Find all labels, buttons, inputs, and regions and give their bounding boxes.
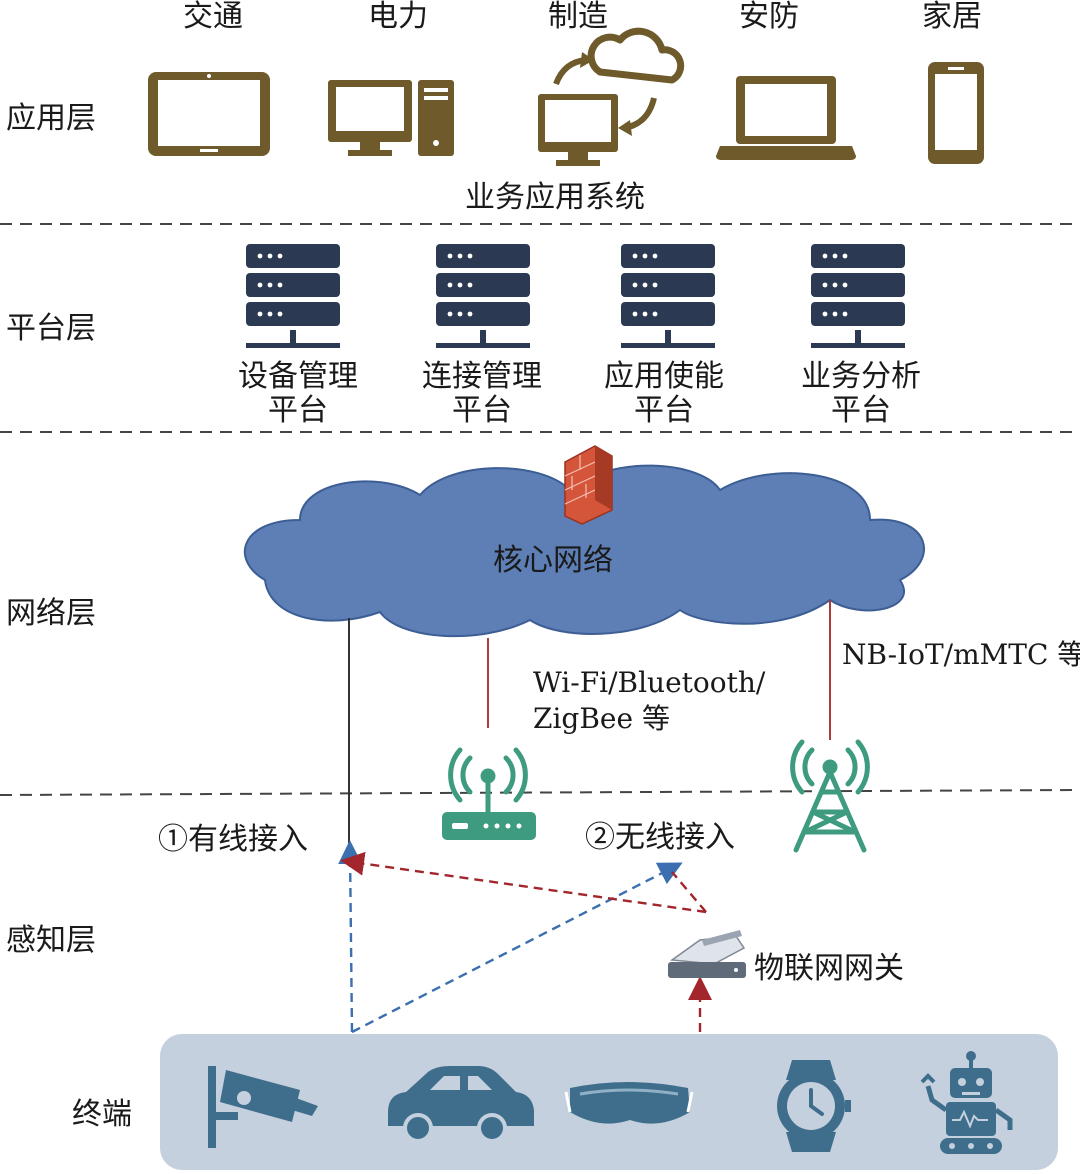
- wireless-access-arrow: [351, 862, 683, 1034]
- iot-gateway-icon: [668, 930, 746, 978]
- layer-label-application: 应用层: [6, 101, 96, 136]
- domain-label-power: 电力: [368, 0, 428, 34]
- domain-label-home: 家居: [922, 0, 982, 34]
- core-network-cloud: [244, 464, 925, 638]
- platform-label-device-management: 设备管理 平台: [238, 359, 358, 428]
- server-icon-connection-management: [436, 244, 530, 348]
- firewall-icon: [564, 445, 613, 525]
- smartwatch-icon: [777, 1060, 851, 1152]
- server-icon-application-enablement: [621, 244, 715, 348]
- layer-label-network: 网络层: [6, 596, 96, 631]
- access-arrows: [338, 840, 712, 1034]
- business-application-system-label: 业务应用系统: [465, 180, 645, 215]
- robot-icon: [920, 1051, 1013, 1154]
- wifi-router-icon: [448, 747, 528, 815]
- server-icons: [246, 244, 905, 348]
- gateway-uplink-arrow: [352, 862, 707, 914]
- car-icon: [388, 1066, 534, 1143]
- smartphone-icon: [928, 62, 984, 164]
- vr-headset-icon: [564, 1082, 694, 1124]
- desktop-computer-icon: [328, 80, 454, 156]
- domain-label-security: 安防: [739, 0, 799, 34]
- separator-network-perception: [0, 789, 1080, 796]
- wifi-protocols-label-line1: Wi-Fi/Bluetooth/: [533, 666, 766, 699]
- platform-label-application-enablement: 应用使能 平台: [604, 359, 724, 428]
- server-icon-device-management: [246, 244, 340, 348]
- cell-tower-icon: [790, 739, 870, 853]
- platform-label-connection-management: 连接管理 平台: [422, 359, 542, 428]
- domain-label-manufacturing: 制造: [548, 0, 608, 34]
- platform-label-business-analytics: 业务分析 平台: [801, 359, 921, 428]
- server-icon-business-analytics: [811, 244, 905, 348]
- router-body: [442, 812, 536, 840]
- layer-label-platform: 平台层: [6, 311, 96, 346]
- security-camera-icon: [208, 1066, 318, 1148]
- wireless-access-label: ②无线接入: [585, 820, 735, 855]
- nbiot-protocols-label: NB-IoT/mMTC 等: [842, 638, 1080, 671]
- tablet-icon: [148, 72, 270, 156]
- wifi-protocols-label-line2: ZigBee 等: [533, 702, 670, 735]
- core-network-label: 核心网络: [493, 543, 613, 578]
- layer-label-perception: 感知层: [6, 923, 96, 958]
- cloud-computer-sync-icon: [538, 27, 685, 166]
- laptop-icon: [716, 76, 856, 160]
- iot-gateway-label: 物联网网关: [754, 951, 904, 986]
- wired-access-arrow: [338, 840, 363, 1033]
- wired-access-label: ①有线接入: [158, 822, 308, 857]
- domain-label-transport: 交通: [183, 0, 243, 34]
- layer-separators: [0, 223, 1080, 796]
- layer-label-terminal: 终端: [72, 1097, 132, 1132]
